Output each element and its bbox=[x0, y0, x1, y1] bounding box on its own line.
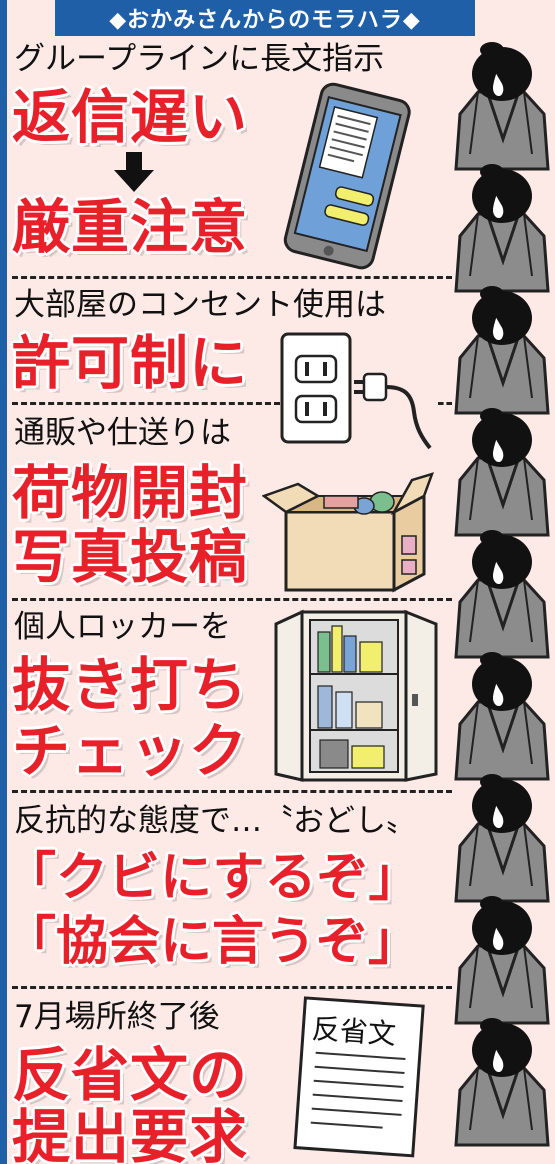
arrow-down-icon bbox=[114, 152, 154, 192]
section-6-caption: 7月場所終了後 bbox=[14, 999, 220, 1035]
section-4-headline-1: 抜き打ち bbox=[12, 651, 249, 719]
sumo-wrestler-column bbox=[454, 40, 550, 1147]
cardboard-box-icon bbox=[262, 472, 434, 593]
sumo-wrestler-figure-icon bbox=[454, 650, 550, 781]
section-2-headline-1: 許可制に bbox=[12, 329, 249, 397]
section-4-headline-2: チェック bbox=[12, 717, 249, 785]
sumo-wrestler-figure-icon bbox=[454, 406, 550, 537]
section-divider bbox=[12, 986, 452, 989]
title-banner: ◆おかみさんからのモラハラ◆ bbox=[55, 0, 475, 36]
sumo-wrestler-figure-icon bbox=[454, 284, 550, 415]
section-6-headline-1: 反省文の bbox=[12, 1041, 249, 1109]
sumo-wrestler-figure-icon bbox=[454, 1016, 550, 1147]
locker-icon bbox=[274, 609, 438, 782]
section-6-headline-2: 提出要求 bbox=[12, 1103, 249, 1164]
section-divider bbox=[12, 790, 452, 793]
document-icon: 反省文 bbox=[286, 996, 436, 1160]
section-1-headline-2: 厳重注意 bbox=[12, 193, 249, 261]
sumo-wrestler-figure-icon bbox=[454, 40, 550, 171]
document-label: 反省文 bbox=[310, 1012, 397, 1051]
outlet-icon bbox=[280, 332, 352, 444]
plug-icon bbox=[354, 372, 432, 450]
document-paper bbox=[293, 996, 425, 1158]
section-5-caption: 反抗的な態度で…〝おどし〟 bbox=[14, 803, 417, 839]
section-divider bbox=[12, 598, 452, 601]
sumo-wrestler-figure-icon bbox=[454, 894, 550, 1025]
section-3-headline-1: 荷物開封 bbox=[12, 459, 249, 527]
sumo-wrestler-figure-icon bbox=[454, 162, 550, 293]
section-divider bbox=[12, 402, 280, 405]
section-1-headline-1: 返信遅い bbox=[12, 83, 249, 151]
section-3-caption: 通販や仕送りは bbox=[14, 415, 231, 451]
sumo-wrestler-figure-icon bbox=[454, 772, 550, 903]
left-border bbox=[0, 0, 7, 1164]
section-2-caption: 大部屋のコンセント使用は bbox=[14, 287, 386, 323]
sumo-wrestler-figure-icon bbox=[454, 528, 550, 659]
section-1-caption: グループラインに長文指示 bbox=[14, 41, 385, 77]
section-divider bbox=[12, 276, 452, 279]
smartphone-icon bbox=[283, 82, 411, 270]
section-3-headline-2: 写真投稿 bbox=[12, 523, 249, 591]
section-divider bbox=[438, 402, 452, 405]
section-5-headline-2: 「協会に言うぞ」 bbox=[4, 912, 421, 972]
section-5-headline-1: 「クビにするぞ」 bbox=[4, 848, 421, 908]
section-4-caption: 個人ロッカーを bbox=[14, 609, 231, 645]
